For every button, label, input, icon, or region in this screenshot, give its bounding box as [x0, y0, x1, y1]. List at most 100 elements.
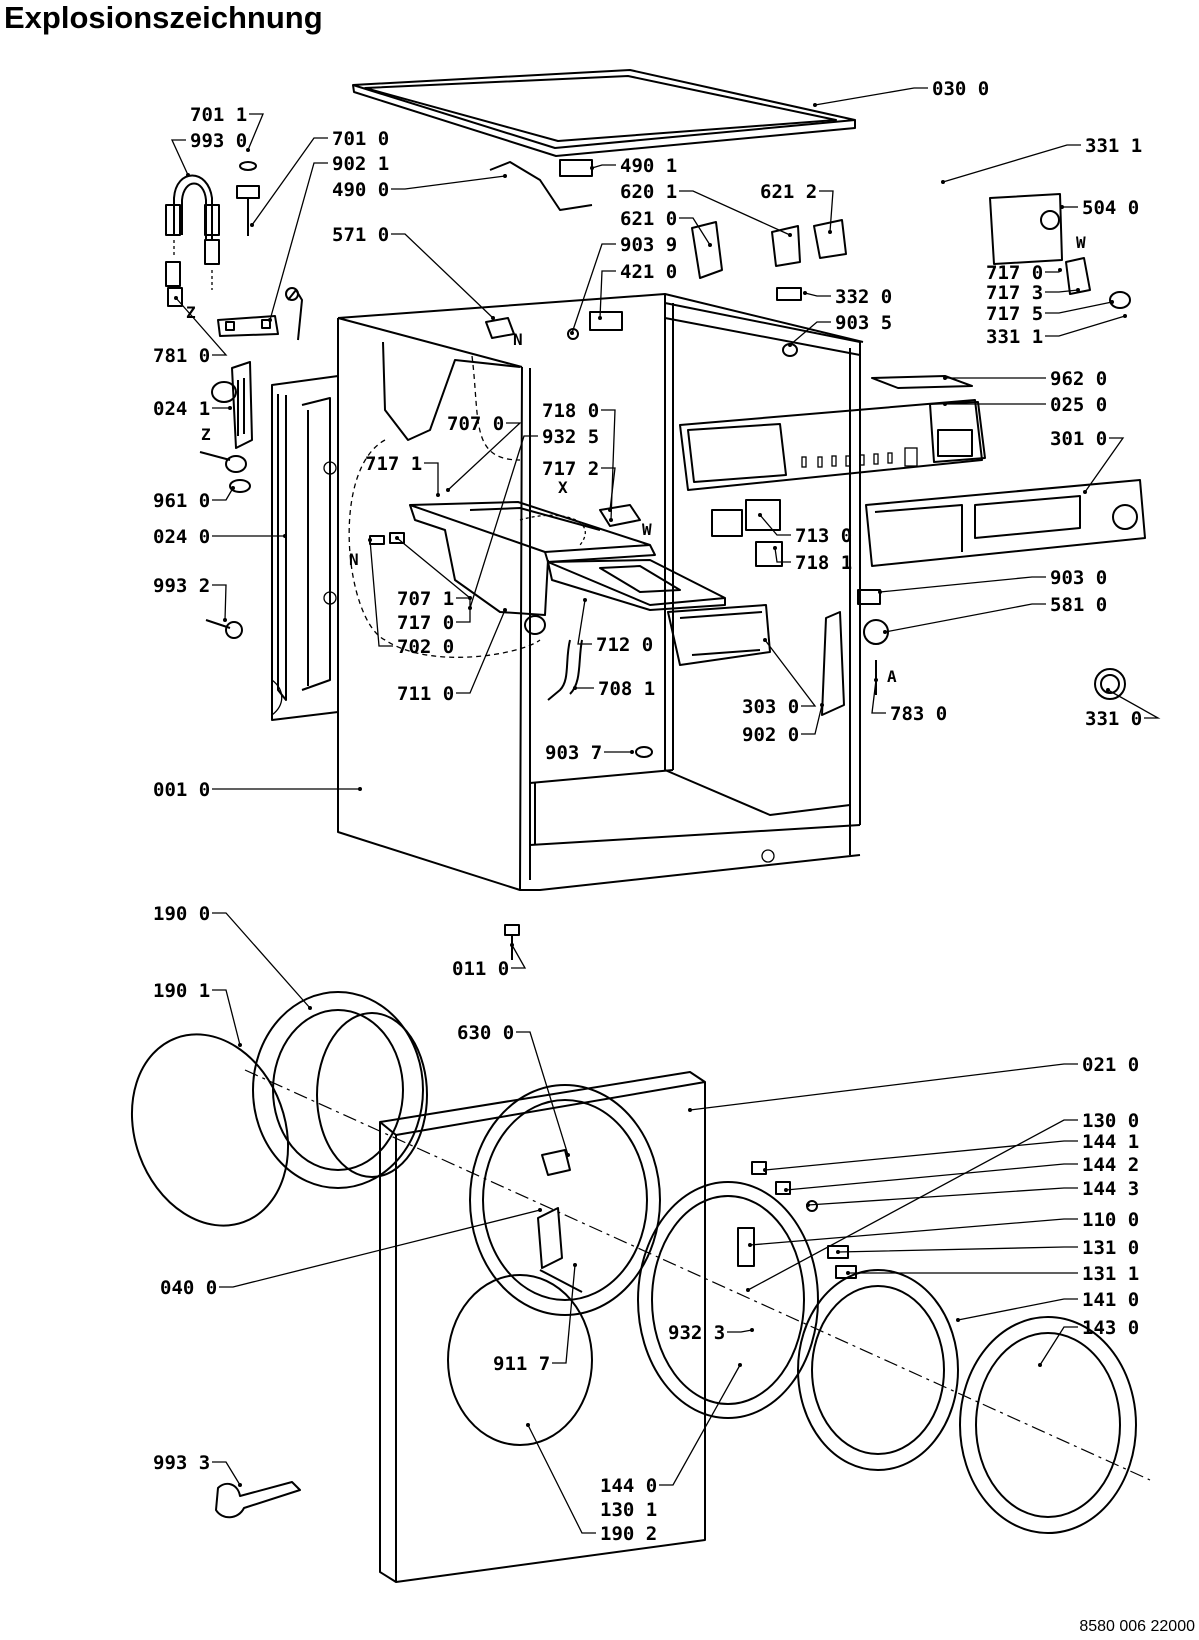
leader-line — [391, 233, 494, 319]
part-label: 630 0 — [457, 1022, 514, 1044]
part-label: 903 7 — [545, 742, 602, 764]
part-label: 011 0 — [452, 958, 509, 980]
hinge-drawing — [199, 361, 253, 639]
leader-end — [228, 406, 232, 410]
dispenser-drawing — [409, 501, 771, 701]
leader-line — [957, 1298, 1078, 1321]
connection-letter: Z — [186, 303, 196, 322]
leader-end — [820, 703, 824, 707]
part-label: 718 0 — [542, 400, 599, 422]
part-label: 040 0 — [160, 1277, 217, 1299]
leader-end — [573, 1263, 577, 1267]
leader-line — [1084, 437, 1125, 493]
leader-end — [566, 1153, 570, 1157]
leader-end — [1106, 688, 1110, 692]
leader-line — [764, 1140, 1078, 1171]
leader-end — [878, 590, 882, 594]
leader-end — [1110, 300, 1114, 304]
leader-line — [801, 704, 823, 735]
leader-end — [763, 1168, 767, 1172]
leader-line — [511, 944, 527, 969]
part-label: 717 2 — [542, 458, 599, 480]
part-label: 717 1 — [365, 453, 422, 475]
leader-end — [1038, 1363, 1042, 1367]
part-label: 130 0 — [1082, 1110, 1139, 1132]
leader-line — [807, 1187, 1078, 1206]
leader-end — [828, 230, 832, 234]
part-label: 421 0 — [620, 261, 677, 283]
leader-line — [456, 598, 471, 623]
leader-line — [391, 175, 506, 190]
part-label: 024 1 — [153, 398, 210, 420]
leader-end — [436, 493, 440, 497]
leader-line — [212, 1461, 241, 1486]
leader-line — [747, 1119, 1078, 1291]
part-label: 711 0 — [397, 683, 454, 705]
part-label: 708 1 — [598, 678, 655, 700]
part-label: 713 0 — [795, 525, 852, 547]
part-label: 707 0 — [447, 413, 504, 435]
leader-end — [503, 174, 507, 178]
leader-line — [170, 139, 189, 176]
leader-line — [369, 539, 393, 647]
leader-lines — [170, 87, 1161, 1534]
leader-line — [552, 1264, 576, 1364]
part-label: 024 0 — [153, 526, 210, 548]
leader-end — [1060, 205, 1064, 209]
leader-end — [748, 1243, 752, 1247]
connection-letter: N — [513, 330, 523, 349]
part-label: 144 3 — [1082, 1178, 1139, 1200]
leader-end — [598, 316, 602, 320]
connection-letter: Z — [201, 425, 211, 444]
part-label: 504 0 — [1082, 197, 1139, 219]
leader-end — [590, 166, 594, 170]
part-label: 620 1 — [620, 181, 677, 203]
part-label: 702 0 — [397, 636, 454, 658]
leader-end — [186, 173, 190, 177]
leader-end — [250, 223, 254, 227]
top-cover-drawing — [352, 69, 856, 157]
leader-end — [813, 103, 817, 107]
part-label: 911 7 — [493, 1353, 550, 1375]
leader-line — [212, 989, 241, 1046]
part-label: 902 0 — [742, 724, 799, 746]
leader-end — [238, 1043, 242, 1047]
leader-line — [749, 1218, 1078, 1246]
leader-line — [1039, 1326, 1078, 1366]
leader-end — [283, 534, 287, 538]
part-label: 131 1 — [1082, 1263, 1139, 1285]
leader-end — [368, 538, 372, 542]
leader-end — [503, 608, 507, 612]
leader-end — [630, 750, 634, 754]
leader-line — [251, 137, 328, 226]
leader-end — [803, 291, 807, 295]
leader-line — [527, 1424, 596, 1534]
part-label: 783 0 — [890, 703, 947, 725]
leader-line — [759, 514, 791, 536]
leader-end — [174, 296, 178, 300]
leader-line — [1045, 315, 1126, 337]
part-label: 932 5 — [542, 426, 599, 448]
part-label: 571 0 — [332, 224, 389, 246]
part-label: 712 0 — [596, 634, 653, 656]
leader-line — [577, 599, 592, 645]
part-label: 143 0 — [1082, 1317, 1139, 1339]
part-label: 707 1 — [397, 588, 454, 610]
leader-end — [758, 513, 762, 517]
leader-end — [941, 180, 945, 184]
part-label: 190 0 — [153, 903, 210, 925]
leader-line — [212, 912, 311, 1009]
leader-end — [883, 630, 887, 634]
connection-letter: W — [1076, 233, 1086, 252]
part-label: 993 2 — [153, 575, 210, 597]
leader-line — [819, 190, 834, 233]
connection-letter: W — [642, 520, 652, 539]
leader-end — [788, 233, 792, 237]
leader-end — [773, 546, 777, 550]
part-label: 903 0 — [1050, 567, 1107, 589]
leader-line — [269, 162, 328, 321]
leader-end — [510, 943, 514, 947]
leader-line — [871, 679, 886, 714]
leader-line — [1045, 301, 1113, 314]
